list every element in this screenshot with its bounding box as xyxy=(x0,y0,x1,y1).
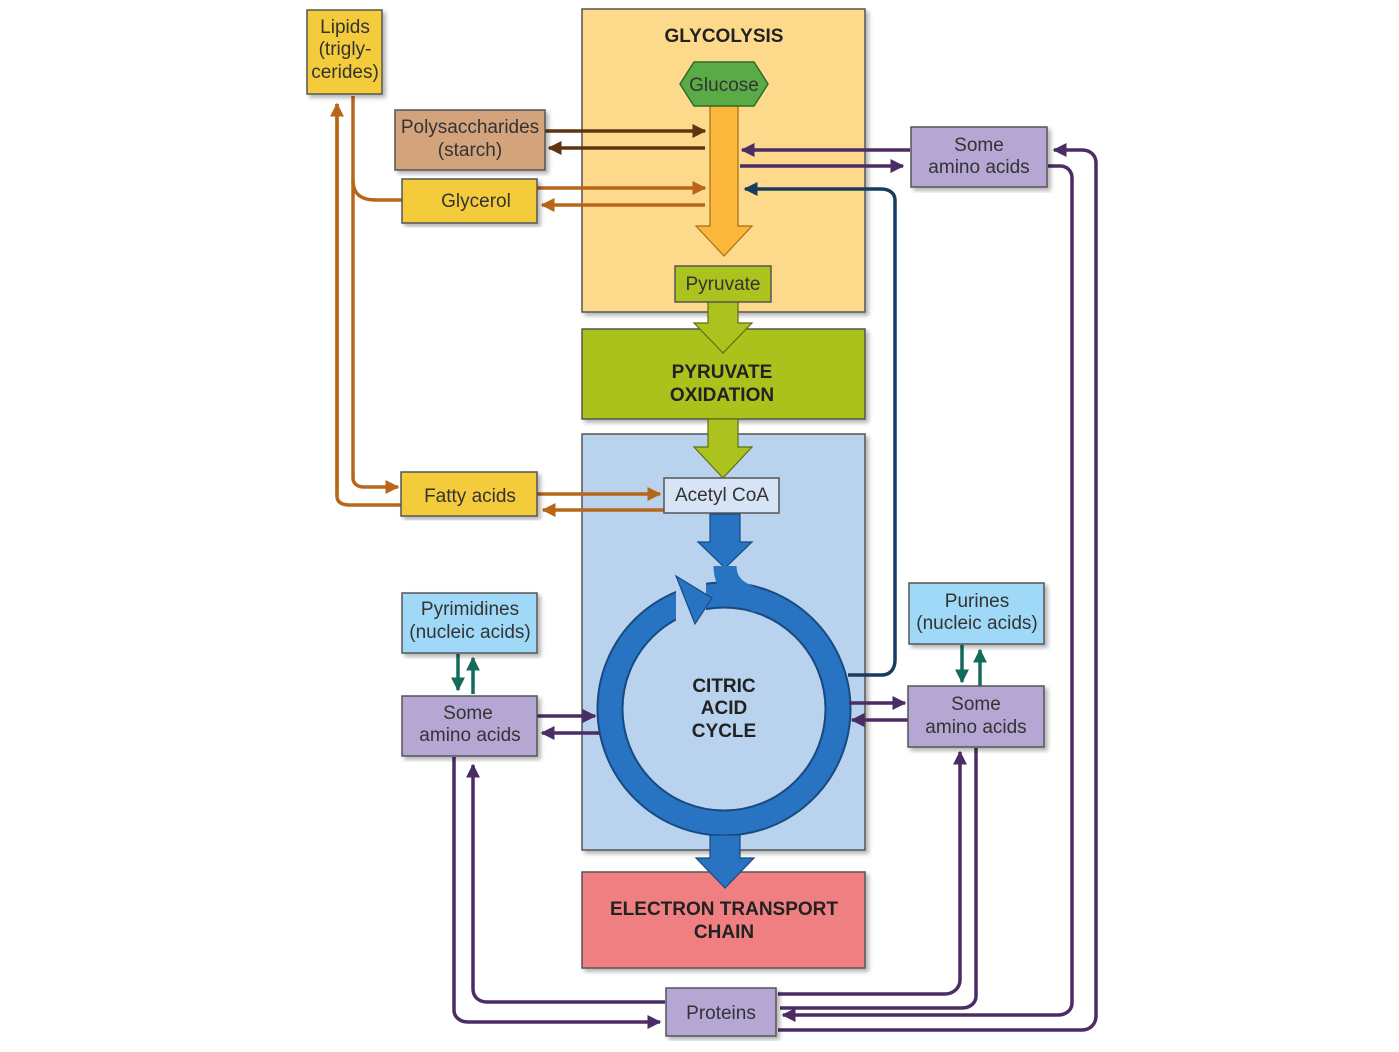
glycerol-label: Glycerol xyxy=(441,191,511,212)
etc-title-line2: CHAIN xyxy=(694,922,754,943)
amino-top-label-line1: Some xyxy=(954,135,1004,156)
pyruvate-oxidation-title-line1: PYRUVATE xyxy=(672,362,773,383)
acetyl-coa-label: Acetyl CoA xyxy=(675,485,769,506)
amino-right-label-line2: amino acids xyxy=(925,717,1026,738)
proteins-label: Proteins xyxy=(686,1003,756,1024)
fatty-acids-to-lipids-line xyxy=(335,104,401,507)
proteins-to-top-amino-arrow xyxy=(778,143,1098,1032)
oxidation-to-acetyl-coa-arrow xyxy=(692,418,754,479)
protein-connectors xyxy=(452,143,1098,1032)
amino-right-label-line1: Some xyxy=(951,694,1001,715)
polysaccharides-node: Polysaccharides (starch) xyxy=(394,109,546,171)
lipid-connectors xyxy=(330,96,707,517)
cycle-to-etc-arrow xyxy=(694,834,756,889)
polysaccharides-label-line1: Polysaccharides xyxy=(401,117,539,138)
proteins-node: Proteins xyxy=(665,987,777,1037)
polysaccharides-label-line2: (starch) xyxy=(438,140,502,161)
polysaccharide-connectors xyxy=(545,124,707,155)
lipids-label-line1: Lipids xyxy=(320,17,370,38)
cycle-entry-curve xyxy=(713,564,765,613)
top-amino-to-proteins-arrow xyxy=(781,164,1074,1022)
lipids-to-glycerol-line xyxy=(351,179,402,202)
glucose-label: Glucose xyxy=(689,75,759,96)
citric-acid-cycle-ring-fill xyxy=(598,583,850,835)
pyruvate-node: Pyruvate xyxy=(674,265,772,303)
purines-node: Purines (nucleic acids) xyxy=(908,582,1045,645)
pyrimidines-label-line1: Pyrimidines xyxy=(421,599,519,620)
citric-title-line3: CYCLE xyxy=(692,721,756,742)
right-amino-to-proteins-line xyxy=(780,748,978,1010)
purines-label-line1: Purines xyxy=(945,591,1009,612)
lipids-node: Lipids (trigly- cerides) xyxy=(306,9,383,95)
fatty-acids-label: Fatty acids xyxy=(424,486,516,507)
proteins-to-right-amino-arrow xyxy=(778,750,967,996)
pyruvate-oxidation-panel: PYRUVATE OXIDATION xyxy=(581,328,866,420)
amino-acids-glycolysis-connectors xyxy=(740,143,910,173)
pyruvate-oxidation-title-line2: OXIDATION xyxy=(670,385,774,406)
amino-acids-left-node: Some amino acids xyxy=(401,695,538,757)
amino-acids-right-node: Some amino acids xyxy=(907,685,1045,748)
cycle-to-glycolysis-arrow xyxy=(743,182,897,677)
amino-left-label-line2: amino acids xyxy=(419,725,520,746)
pyruvate-to-oxidation-arrow xyxy=(692,300,754,354)
citric-title-line1: CITRIC xyxy=(692,676,756,697)
left-amino-to-proteins-arrow xyxy=(452,757,662,1029)
glycolysis-panel: GLYCOLYSIS xyxy=(581,8,866,313)
amino-acids-cycle-connectors xyxy=(537,696,908,740)
citric-title-line2: ACID xyxy=(701,698,747,719)
pyruvate-label: Pyruvate xyxy=(686,274,761,295)
etc-title-line1: ELECTRON TRANSPORT xyxy=(610,899,838,920)
acetyl-coa-node: Acetyl CoA xyxy=(663,477,780,514)
glycolysis-flow-arrow xyxy=(694,104,754,257)
lipids-to-fatty-acids-arrow xyxy=(351,96,400,494)
pyrimidines-label-line2: (nucleic acids) xyxy=(409,622,530,643)
amino-top-label-line2: amino acids xyxy=(928,157,1029,178)
glycolysis-title: GLYCOLYSIS xyxy=(665,26,784,47)
amino-acids-top-right-node: Some amino acids xyxy=(910,126,1048,188)
proteins-to-left-amino-arrow xyxy=(466,763,665,1004)
cycle-arrowhead xyxy=(674,574,713,626)
pyrimidines-node: Pyrimidines (nucleic acids) xyxy=(401,592,538,654)
nucleic-acid-connectors xyxy=(451,645,987,694)
glycerol-node: Glycerol xyxy=(401,178,538,224)
acetyl-coa-to-cycle-arrow xyxy=(696,513,754,569)
amino-left-label-line1: Some xyxy=(443,703,493,724)
lipids-label-line3: cerides) xyxy=(311,62,379,83)
lipids-label-line2: (trigly- xyxy=(319,39,372,60)
glucose-node: Glucose xyxy=(679,61,769,107)
fatty-acids-node: Fatty acids xyxy=(400,471,538,517)
purines-label-line2: (nucleic acids) xyxy=(916,613,1037,634)
